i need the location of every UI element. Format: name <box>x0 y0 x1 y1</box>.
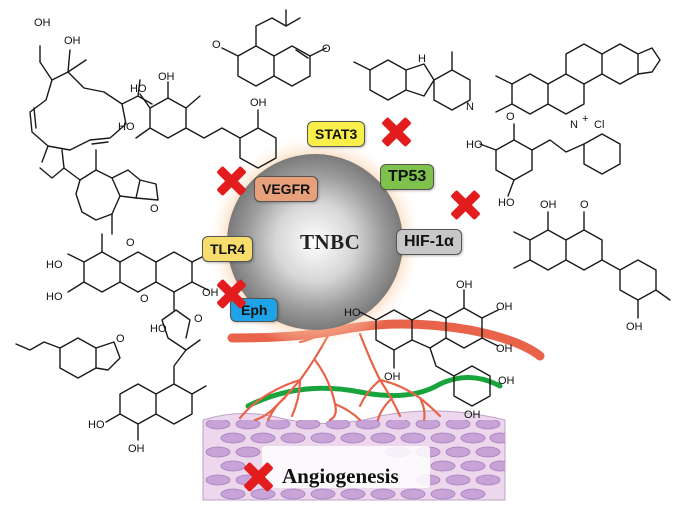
inhibit-x-vegfr <box>216 166 246 196</box>
glycoside-oh-label-a: OH <box>158 71 175 83</box>
catechin-oh-label-b: OH <box>456 279 473 291</box>
target-stat3: STAT3 <box>307 121 366 147</box>
target-tp53: TP53 <box>380 164 435 190</box>
tnbc-label: TNBC <box>300 230 361 254</box>
ellagic-o-label-a: O <box>126 237 135 249</box>
flavanone-o-label: O <box>580 199 589 211</box>
target-hif1a: HIF-1α <box>396 229 462 255</box>
tissue-cells <box>205 420 505 500</box>
andrographolide-oh-label: OH <box>128 443 145 455</box>
inhibit-x-stat3 <box>381 117 411 147</box>
carboline-h-label: H <box>418 53 426 65</box>
catechin-oh-label-a: OH <box>384 371 401 383</box>
sesquiterpene-o-label: O <box>150 203 159 215</box>
flavanone-molecule <box>513 211 671 319</box>
phthalide-o-label: O <box>116 333 125 345</box>
sesquiterpene-molecule <box>39 149 159 235</box>
andrographolide-ho-label: HO <box>150 323 167 335</box>
sanguinarine-molecule <box>495 43 661 115</box>
flavanone-oh-label-b: OH <box>626 321 643 333</box>
glycoside-ho-label-a: HO <box>130 83 147 95</box>
stilbenoid-molecule <box>479 123 621 197</box>
sanguinarine-cl-label: Cl <box>594 119 604 131</box>
andrographolide-ho-label-b: HO <box>88 419 105 431</box>
target-eph: Eph <box>230 298 279 322</box>
ellagic-oh-label-b: OH <box>202 287 219 299</box>
catechin-oh-label-e: OH <box>498 375 515 387</box>
target-tlr4: TLR4 <box>202 236 253 262</box>
macrocycle-molecule <box>29 45 153 163</box>
ellagic-ho-label-b: HO <box>46 291 63 303</box>
glycoside-molecule <box>135 81 277 169</box>
target-vegfr: VEGFR <box>254 176 319 202</box>
catechin-oh-label-c: OH <box>496 301 513 313</box>
andrographolide-o-label: O <box>194 313 203 325</box>
coumarin-o-label-b: O <box>322 43 331 55</box>
tissue-block <box>202 410 506 501</box>
catechin-oh-label-f: OH <box>464 409 481 421</box>
andrographolide-molecule <box>105 309 207 441</box>
carboline-n-label: N <box>466 101 474 113</box>
ellagic-molecule <box>67 233 209 311</box>
inhibit-x-tp53 <box>450 190 480 220</box>
glycoside-ho-label-b: HO <box>118 121 135 133</box>
catechin-molecule <box>359 289 499 407</box>
catechin-ho-label: HO <box>344 307 361 319</box>
coumarin-o-label-a: O <box>212 39 221 51</box>
inhibit-x-angiogenesis <box>243 462 273 492</box>
sanguinarine-n-label: N <box>570 119 578 131</box>
green-vessel <box>245 374 503 409</box>
ellagic-o-label-b: O <box>140 293 149 305</box>
sanguinarine-plus-label: + <box>582 113 588 125</box>
phthalide-molecule <box>15 337 121 379</box>
ellagic-ho-label-a: HO <box>46 259 63 271</box>
inhibit-x-eph <box>216 279 246 309</box>
stilbenoid-ho-label-b: HO <box>498 197 515 209</box>
macrocycle-oh-label-a: OH <box>34 17 51 29</box>
macrocycle-oh-label-b: OH <box>64 35 81 47</box>
catechin-oh-label-d: OH <box>496 343 513 355</box>
flavanone-oh-label: OH <box>540 199 557 211</box>
angiogenesis-label: Angiogenesis <box>282 464 399 488</box>
stilbenoid-ho-label-a: HO <box>466 139 483 151</box>
stilbenoid-o-label: O <box>506 111 515 123</box>
coumarin-molecule <box>221 9 327 87</box>
carboline-molecule <box>353 51 471 111</box>
glycoside-oh-label-b: OH <box>250 97 267 109</box>
